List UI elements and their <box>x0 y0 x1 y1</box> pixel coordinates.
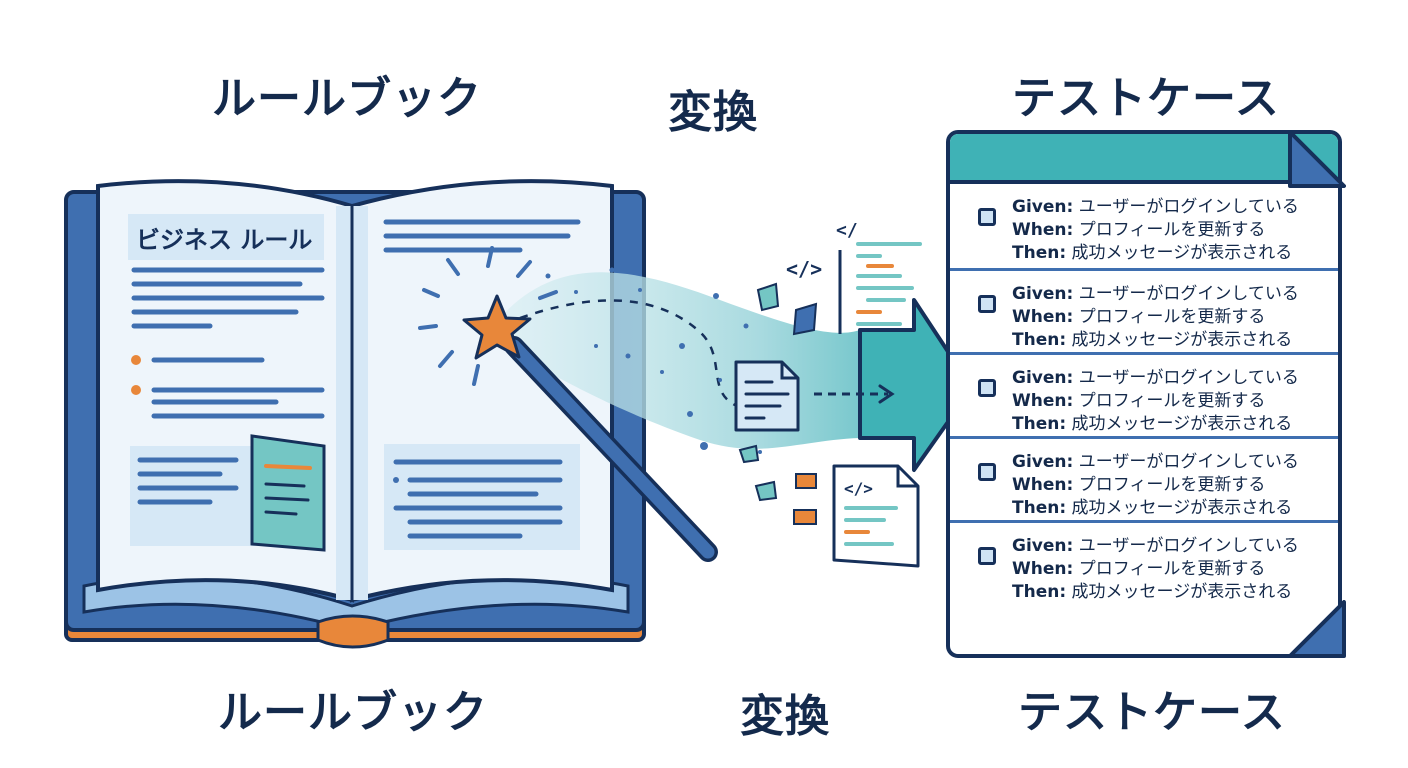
when-line: When: プロフィールを更新する <box>1012 306 1299 329</box>
then-line: Then: 成功メッセージが表示される <box>1012 497 1299 520</box>
given-text: ユーザーがログインしている <box>1078 284 1299 304</box>
heading-testcases-bottom: テストケース <box>1018 687 1286 738</box>
document-fold-top <box>1288 130 1346 188</box>
heading-testcases-top: テストケース <box>1012 73 1280 124</box>
book-page-title: ビジネス ルール <box>136 226 312 254</box>
heading-transform-bottom: 変換 <box>740 691 830 742</box>
svg-text:</: </ <box>836 220 858 241</box>
document-icon <box>734 360 800 432</box>
svg-text:</>: </> <box>844 479 873 498</box>
svg-text:</>: </> <box>786 257 822 281</box>
when-text: プロフィールを更新する <box>1078 220 1266 240</box>
given-keyword: Given: <box>1012 536 1074 556</box>
code-fragments: </> </ <box>738 220 922 525</box>
when-line: When: プロフィールを更新する <box>1012 474 1299 497</box>
checkbox-icon[interactable] <box>978 547 996 565</box>
then-keyword: Then: <box>1012 582 1067 602</box>
test-case-document: Given: ユーザーがログインしている When: プロフィールを更新する T… <box>946 130 1342 658</box>
sparkle-burst-icon <box>418 246 558 386</box>
when-keyword: When: <box>1012 391 1074 411</box>
when-text: プロフィールを更新する <box>1078 307 1266 327</box>
then-line: Then: 成功メッセージが表示される <box>1012 413 1299 436</box>
when-line: When: プロフィールを更新する <box>1012 558 1299 581</box>
when-line: When: プロフィールを更新する <box>1012 219 1299 242</box>
given-keyword: Given: <box>1012 452 1074 472</box>
given-line: Given: ユーザーがログインしている <box>1012 367 1299 390</box>
then-text: 成功メッセージが表示される <box>1071 414 1293 434</box>
when-text: プロフィールを更新する <box>1078 559 1266 579</box>
document-fold-bottom <box>1288 600 1346 658</box>
given-text: ユーザーがログインしている <box>1078 197 1299 217</box>
checkbox-icon[interactable] <box>978 295 996 313</box>
then-keyword: Then: <box>1012 498 1067 518</box>
given-keyword: Given: <box>1012 284 1074 304</box>
magic-wand-icon <box>462 294 718 562</box>
given-line: Given: ユーザーがログインしている <box>1012 535 1299 558</box>
given-line: Given: ユーザーがログインしている <box>1012 283 1299 306</box>
code-file-icon: </> <box>832 464 920 568</box>
when-keyword: When: <box>1012 220 1074 240</box>
when-keyword: When: <box>1012 559 1074 579</box>
heading-rulebook-top: ルールブック <box>212 73 482 124</box>
given-text: ユーザーがログインしている <box>1078 452 1299 472</box>
checkbox-icon[interactable] <box>978 463 996 481</box>
test-case-item: Given: ユーザーがログインしている When: プロフィールを更新する T… <box>950 436 1338 520</box>
test-case-item: Given: ユーザーがログインしている When: プロフィールを更新する T… <box>950 268 1338 352</box>
heading-transform-top: 変換 <box>668 87 758 138</box>
given-text: ユーザーがログインしている <box>1078 536 1299 556</box>
then-text: 成功メッセージが表示される <box>1071 498 1293 518</box>
test-case-item: Given: ユーザーがログインしている When: プロフィールを更新する T… <box>950 352 1338 436</box>
sparkle-particles <box>545 267 762 454</box>
when-text: プロフィールを更新する <box>1078 391 1266 411</box>
checkbox-icon[interactable] <box>978 208 996 226</box>
then-text: 成功メッセージが表示される <box>1071 582 1293 602</box>
given-line: Given: ユーザーがログインしている <box>1012 451 1299 474</box>
then-keyword: Then: <box>1012 243 1067 263</box>
given-keyword: Given: <box>1012 368 1074 388</box>
when-keyword: When: <box>1012 307 1074 327</box>
then-line: Then: 成功メッセージが表示される <box>1012 329 1299 352</box>
then-line: Then: 成功メッセージが表示される <box>1012 242 1299 265</box>
checkbox-icon[interactable] <box>978 379 996 397</box>
given-text: ユーザーがログインしている <box>1078 368 1299 388</box>
test-case-document-header <box>950 134 1338 184</box>
when-line: When: プロフィールを更新する <box>1012 390 1299 413</box>
when-keyword: When: <box>1012 475 1074 495</box>
given-keyword: Given: <box>1012 197 1074 217</box>
then-keyword: Then: <box>1012 414 1067 434</box>
then-line: Then: 成功メッセージが表示される <box>1012 581 1299 604</box>
when-text: プロフィールを更新する <box>1078 475 1266 495</box>
given-line: Given: ユーザーがログインしている <box>1012 196 1299 219</box>
then-keyword: Then: <box>1012 330 1067 350</box>
heading-rulebook-bottom: ルールブック <box>218 687 488 738</box>
then-text: 成功メッセージが表示される <box>1071 243 1293 263</box>
test-case-item: Given: ユーザーがログインしている When: プロフィールを更新する T… <box>950 520 1338 604</box>
then-text: 成功メッセージが表示される <box>1071 330 1293 350</box>
test-case-item: Given: ユーザーがログインしている When: プロフィールを更新する T… <box>950 184 1338 268</box>
